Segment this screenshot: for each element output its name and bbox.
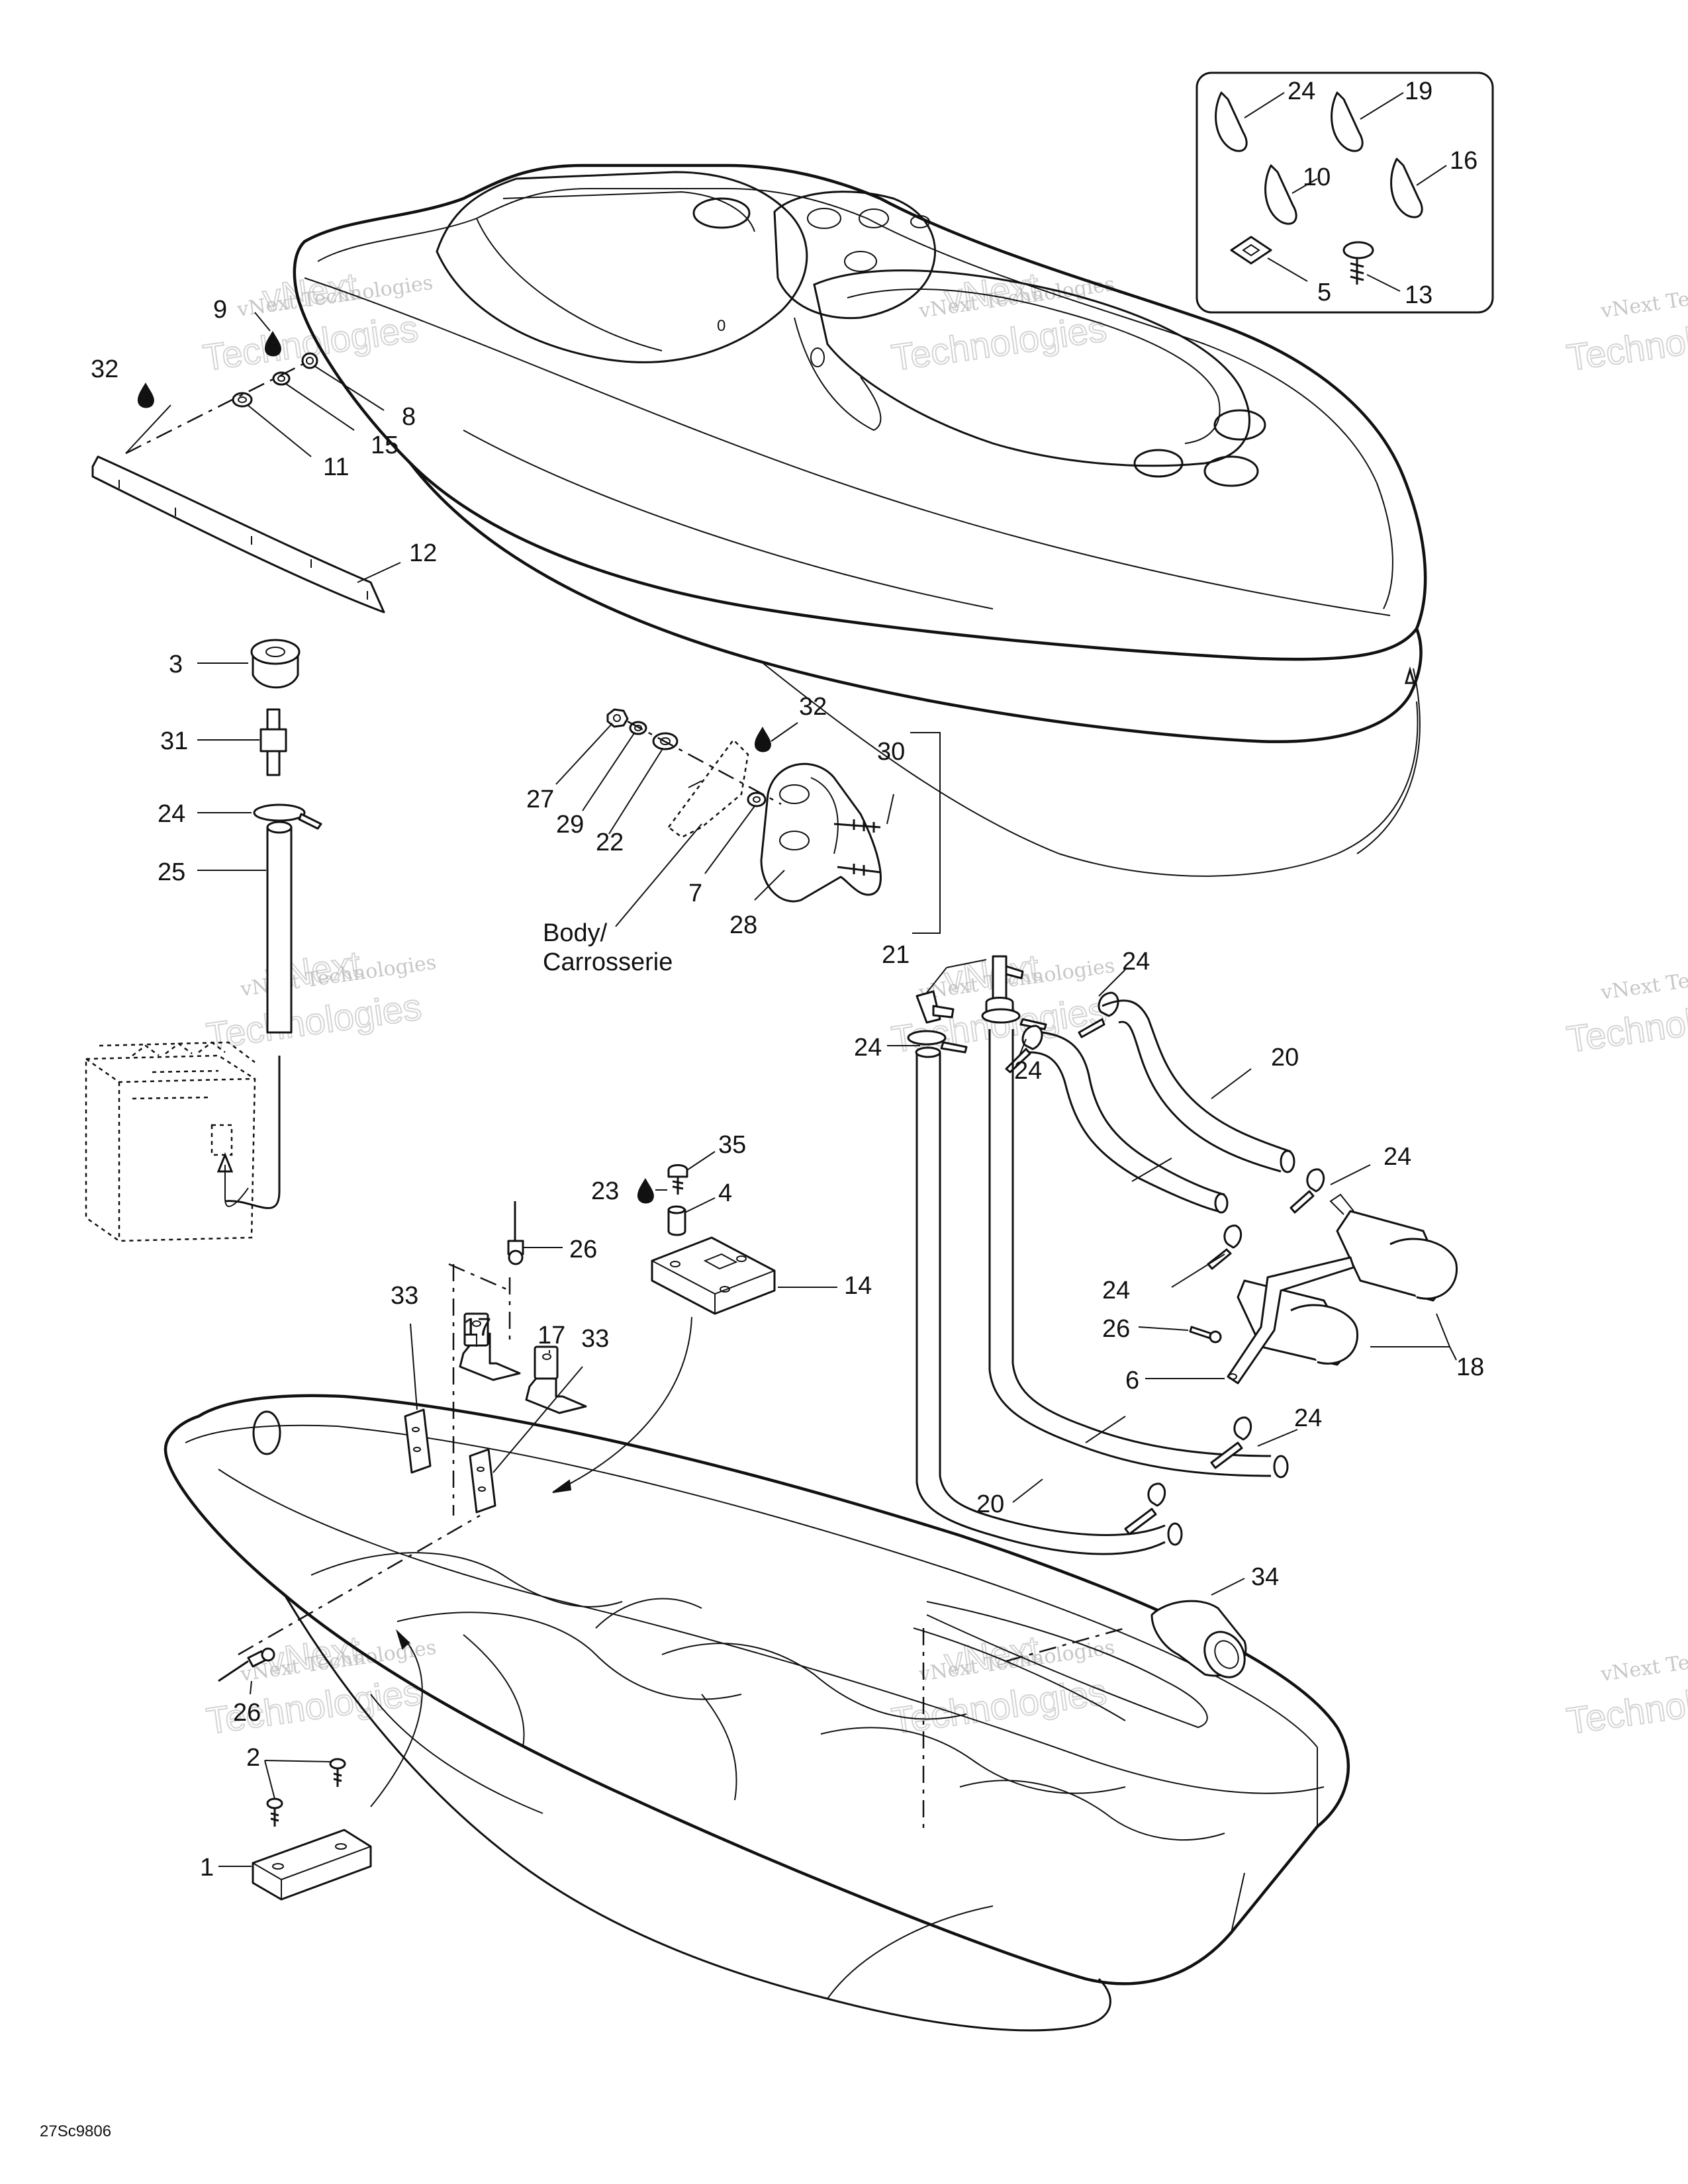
bumper-assembly	[555, 708, 941, 934]
body-label-line2: Carrosserie	[543, 948, 673, 976]
callout-24-left: 24	[158, 800, 185, 828]
callout-33-left: 33	[391, 1282, 418, 1310]
deck-body-illustration: 0	[293, 163, 1427, 877]
watermark-text: vNext	[942, 946, 1042, 1001]
watermark-text: vNext Technologies	[1599, 1636, 1688, 1686]
callout-26-right: 26	[1102, 1315, 1130, 1343]
callout-9: 9	[213, 296, 227, 324]
callout-25: 25	[158, 858, 185, 886]
callout-7: 7	[688, 880, 702, 907]
hull-illustration	[164, 1263, 1350, 2032]
callout-24: 24	[1288, 77, 1315, 105]
callout-30: 30	[877, 738, 905, 766]
watermarks: vNext Technologies vNext Technologies vN…	[200, 264, 1688, 1743]
callout-32-bumper: 32	[799, 693, 827, 721]
callout-26-top: 26	[569, 1236, 597, 1263]
vent-tube-assembly	[85, 639, 322, 1242]
callout-23: 23	[591, 1177, 619, 1205]
rub-rail-assembly	[91, 312, 401, 614]
callout-24-r5: 24	[1102, 1277, 1130, 1304]
figure-code: 27Sc9806	[40, 2122, 111, 2140]
callout-34: 34	[1251, 1563, 1279, 1591]
callout-32: 32	[91, 355, 118, 383]
watermark-text: vNext Technologies	[1599, 954, 1688, 1005]
callout-12: 12	[409, 539, 437, 567]
callout-10: 10	[1303, 163, 1331, 191]
callout-28: 28	[729, 911, 757, 939]
callout-labels: 24 19 10 16 5 13 9 32 8 15 11 12 3 31 24…	[40, 77, 1484, 2140]
callout-24-r6: 24	[1294, 1404, 1322, 1432]
callout-20-lower: 20	[976, 1490, 1004, 1518]
callout-17-right: 17	[538, 1322, 565, 1349]
callout-14: 14	[844, 1272, 872, 1300]
callout-1: 1	[200, 1854, 214, 1882]
callout-5: 5	[1317, 279, 1331, 306]
callout-24-r2: 24	[854, 1034, 882, 1062]
callout-21: 21	[882, 941, 910, 969]
callout-16: 16	[1450, 147, 1477, 175]
callout-31: 31	[160, 727, 188, 755]
watermark-text: vNext Technologies	[1599, 273, 1688, 323]
callout-24-r4: 24	[1383, 1143, 1411, 1171]
drain-hose-assembly	[887, 955, 1458, 1555]
body-label-line1: Body/	[543, 919, 608, 947]
callout-3: 3	[169, 651, 183, 678]
callout-19: 19	[1405, 77, 1432, 105]
fastener-inset	[1196, 71, 1494, 314]
callout-11: 11	[323, 453, 349, 481]
callout-29: 29	[556, 811, 584, 839]
callout-33-right: 33	[581, 1325, 609, 1353]
callout-18: 18	[1456, 1353, 1484, 1381]
callout-8: 8	[402, 403, 416, 431]
callout-24-r3: 24	[1014, 1057, 1042, 1085]
callout-27: 27	[526, 786, 554, 813]
callout-20-upper: 20	[1271, 1044, 1299, 1071]
callout-6: 6	[1125, 1367, 1139, 1394]
hull-fittings	[218, 1151, 1247, 1901]
svg-text:0: 0	[717, 317, 726, 335]
callout-17-left: 17	[463, 1314, 491, 1342]
callout-22: 22	[596, 829, 624, 856]
watermark-text: Technologies	[204, 985, 424, 1057]
callout-35: 35	[718, 1131, 746, 1159]
callout-4: 4	[718, 1179, 732, 1207]
watermark-text: vNext	[263, 1628, 363, 1682]
callout-26-bottom: 26	[233, 1699, 261, 1727]
callout-2: 2	[246, 1744, 260, 1772]
callout-15: 15	[371, 432, 399, 459]
callout-24-r1: 24	[1122, 948, 1150, 976]
callout-13: 13	[1405, 281, 1432, 309]
